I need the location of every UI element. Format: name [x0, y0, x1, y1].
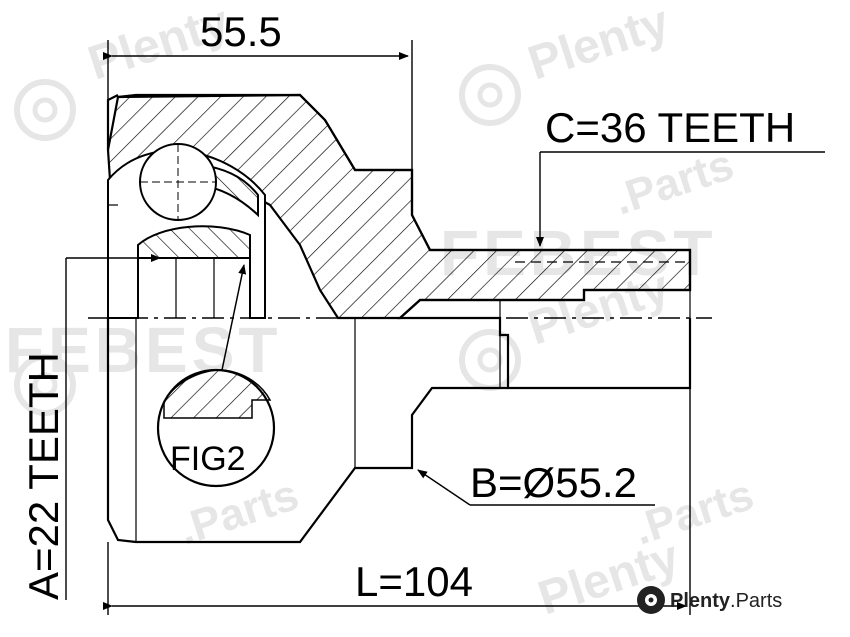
fig2-hatch: [163, 369, 272, 419]
watermark-logo-icon: [14, 79, 76, 141]
watermark-logo-icon: [14, 354, 76, 416]
plenty-logo-icon: [637, 586, 665, 614]
watermark-logo-icon: [459, 64, 521, 126]
footer-brand-name: Plenty.Parts: [670, 590, 782, 612]
fig2-leader: [221, 264, 247, 371]
dimension-total-length: L=104: [103, 388, 691, 615]
housing-lower: [106, 318, 508, 544]
fig2-detail: FIG2: [156, 264, 276, 488]
top-width-label: 55.5: [200, 8, 282, 55]
dimension-top-width: 55.5: [103, 8, 413, 170]
inner-teeth-label: A=22 TEETH: [20, 352, 67, 600]
outer-teeth-label: C=36 TEETH: [545, 104, 795, 151]
leader-line: [417, 469, 471, 506]
watermark-site-suffix: .Parts: [608, 140, 739, 224]
dimension-outer-diameter: B=Ø55.2: [417, 459, 655, 506]
fig2-label: FIG2: [170, 440, 246, 478]
total-length-label: L=104: [355, 558, 473, 605]
footer-brand: Plenty.Parts: [637, 586, 782, 614]
watermark-logo-icon: [459, 329, 521, 391]
watermark-site-text: Plenty: [522, 0, 676, 90]
dimension-inner-teeth: A=22 TEETH: [20, 254, 161, 600]
watermark-site-text: Plenty: [532, 530, 686, 625]
joint-body: [106, 93, 692, 544]
dimension-outer-teeth: C=36 TEETH: [536, 104, 825, 247]
inner-race-section: [137, 225, 251, 259]
outer-diameter-label: B=Ø55.2: [470, 459, 637, 506]
